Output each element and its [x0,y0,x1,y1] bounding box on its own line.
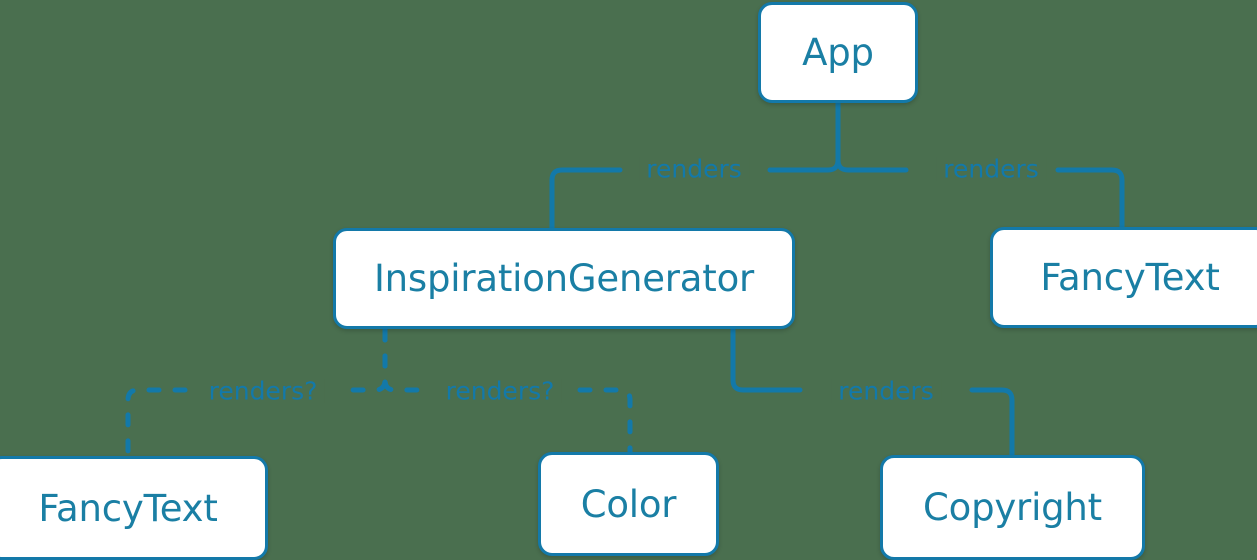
edge-app-to-fancytext-right-segment-b [1055,167,1125,231]
edge-label-app-to-inspiration: renders [639,156,749,182]
node-color[interactable]: Color [538,452,719,556]
node-fancytext-right-label: FancyText [1040,256,1220,299]
node-color-label: Color [580,482,677,526]
edge-label-inspiration-to-color: renders? [438,378,562,404]
edge-inspiration-to-fancytext-bottom-segment-a [342,327,388,393]
node-fancytext-right[interactable]: FancyText [990,227,1257,328]
edge-app-to-fancytext-right-segment-a [835,100,909,173]
node-fancytext-bottom[interactable]: FancyText [0,456,268,560]
edge-label-inspiration-to-copyright: renders [831,378,941,404]
node-app[interactable]: App [758,2,918,103]
node-copyright[interactable]: Copyright [880,455,1145,560]
edge-label-inspiration-to-fancytext-bottom: renders? [201,378,325,404]
node-inspiration-generator[interactable]: InspirationGenerator [333,228,795,329]
edge-inspiration-to-fancytext-bottom-segment-b [125,387,188,460]
node-inspiration-generator-label: InspirationGenerator [373,257,755,300]
edge-inspiration-to-copyright-segment-a [730,327,803,393]
node-app-label: App [802,31,874,74]
edge-inspiration-to-color-segment-a [382,327,423,393]
edge-inspiration-to-color-segment-b [577,387,633,455]
edge-app-to-inspiration-segment-a [767,100,841,173]
edge-app-to-inspiration-segment-b [549,167,623,231]
node-copyright-label: Copyright [923,486,1102,529]
edge-label-app-to-fancytext-right: renders [936,156,1046,182]
node-fancytext-bottom-label: FancyText [38,486,218,530]
edge-inspiration-to-copyright-segment-b [969,387,1015,458]
